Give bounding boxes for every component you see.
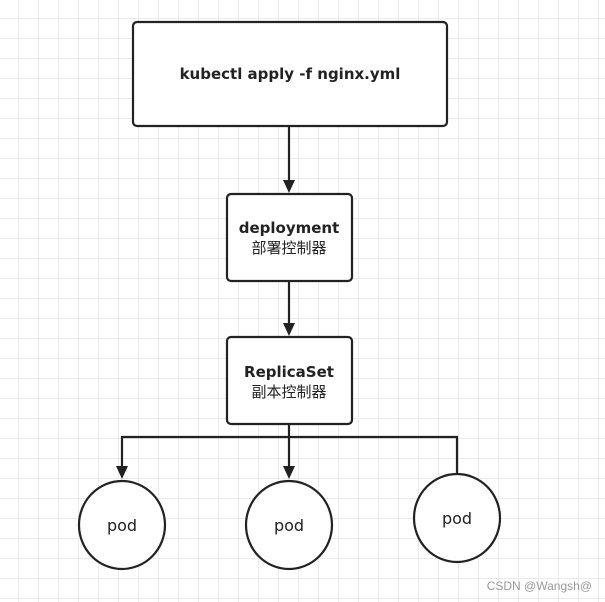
- node-deployment: deployment 部署控制器: [225, 192, 354, 283]
- node-pod-1: pod: [77, 479, 167, 571]
- node-pod-3-label: pod: [442, 509, 472, 528]
- watermark-text: CSDN @Wangsh@: [486, 579, 592, 593]
- arrow-head-deployment: [283, 180, 295, 193]
- node-pod-2: pod: [244, 479, 334, 571]
- node-kubectl-apply: kubectl apply -f nginx.yml: [131, 20, 449, 128]
- node-replicaset-subtitle: 副本控制器: [251, 383, 326, 401]
- node-replicaset: ReplicaSet 副本控制器: [225, 335, 354, 426]
- arrow-head-pod-2: [283, 466, 295, 479]
- node-pod-1-label: pod: [107, 516, 137, 535]
- node-kubectl-apply-label: kubectl apply -f nginx.yml: [180, 65, 401, 83]
- arrow-head-replicaset: [283, 323, 295, 336]
- node-deployment-subtitle: 部署控制器: [251, 239, 326, 257]
- node-pod-2-label: pod: [274, 516, 304, 535]
- node-deployment-title: deployment: [239, 219, 340, 237]
- node-pod-3: pod: [412, 472, 502, 564]
- edges: [116, 127, 459, 479]
- arrow-head-pod-1: [116, 466, 128, 479]
- node-replicaset-title: ReplicaSet: [244, 363, 334, 381]
